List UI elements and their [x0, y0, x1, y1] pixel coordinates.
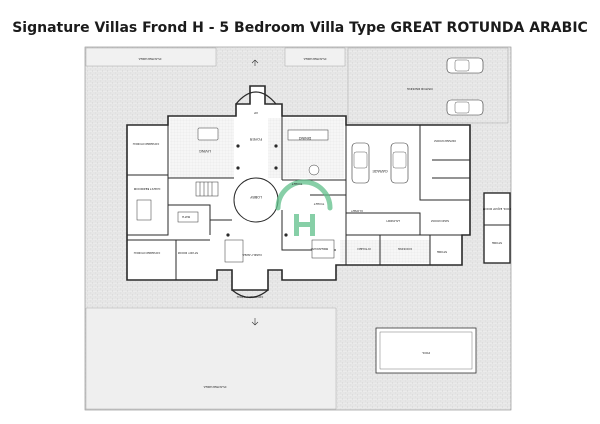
watermark-logo	[275, 179, 333, 236]
label-lobby: LOBBY	[249, 195, 262, 199]
pool	[375, 327, 477, 374]
parked-car-top	[446, 57, 484, 74]
columns	[226, 144, 288, 237]
label-store-b: STORE	[492, 241, 502, 245]
label-cooking: COOKING	[397, 247, 412, 251]
furniture	[136, 127, 335, 263]
label-visitor-parking: VISITOR PARKING	[406, 87, 433, 91]
lobby-rotunda	[233, 177, 279, 223]
label-family-area: FAMILY AREA	[242, 253, 261, 257]
label-guest-bedroom: GUEST BEDROOM	[133, 187, 160, 191]
label-garage: GARAGE	[372, 169, 388, 173]
label-planter-bottom: PLANTER AREA	[204, 385, 227, 389]
label-covered-porch-bottom: COVERED PORCH	[237, 295, 264, 299]
page-title: Signature Villas Frond H - 5 Bedroom Vil…	[12, 20, 588, 36]
label-maid-room: MAID ROOM	[431, 219, 449, 223]
label-toilet-a: TOILET	[292, 182, 303, 186]
parked-car-bottom	[446, 99, 484, 116]
interior-walls	[127, 116, 470, 280]
label-covered-porch-lower: COVERED PORCH	[134, 251, 161, 255]
planter-top-left	[85, 47, 217, 67]
label-toilet-b: TOILET	[314, 202, 325, 206]
label-study-room: STUDY ROOM	[177, 251, 198, 255]
label-closet: CLOSET	[351, 209, 363, 213]
staircase	[195, 181, 219, 197]
label-up: UP	[254, 111, 258, 115]
label-driver-room: DRIVER ROOM	[434, 139, 456, 143]
label-store-a: STORE	[437, 250, 447, 254]
label-planter-top-right: PLANTER AREA	[304, 57, 327, 61]
label-living: LIVING	[199, 149, 211, 153]
room-labels: PLANTER AREA PLANTER AREA VISITOR PARKIN…	[133, 57, 512, 389]
label-bath: BATH	[182, 215, 190, 219]
garage-car-left	[351, 142, 370, 184]
label-laundry: LAUNDRY	[386, 219, 400, 223]
label-planter-top-left: PLANTER AREA	[139, 57, 162, 61]
pool-equip-block	[483, 192, 511, 264]
label-kitchen: KITCHEN	[357, 247, 370, 251]
label-foyer: FOYER	[249, 137, 262, 141]
garage-car-right	[390, 142, 409, 184]
label-pool: POOL	[422, 351, 431, 355]
label-breakfast: BREAKFAST	[310, 247, 328, 251]
label-dining: DINING	[299, 136, 312, 140]
planter-top-right	[284, 47, 346, 67]
label-pool-equip-room: POOL EQUIP ROOM	[482, 207, 511, 211]
planter-bottom	[85, 307, 337, 410]
parking-area	[347, 47, 509, 124]
label-covered-porch: COVERED PORCH	[133, 142, 160, 146]
